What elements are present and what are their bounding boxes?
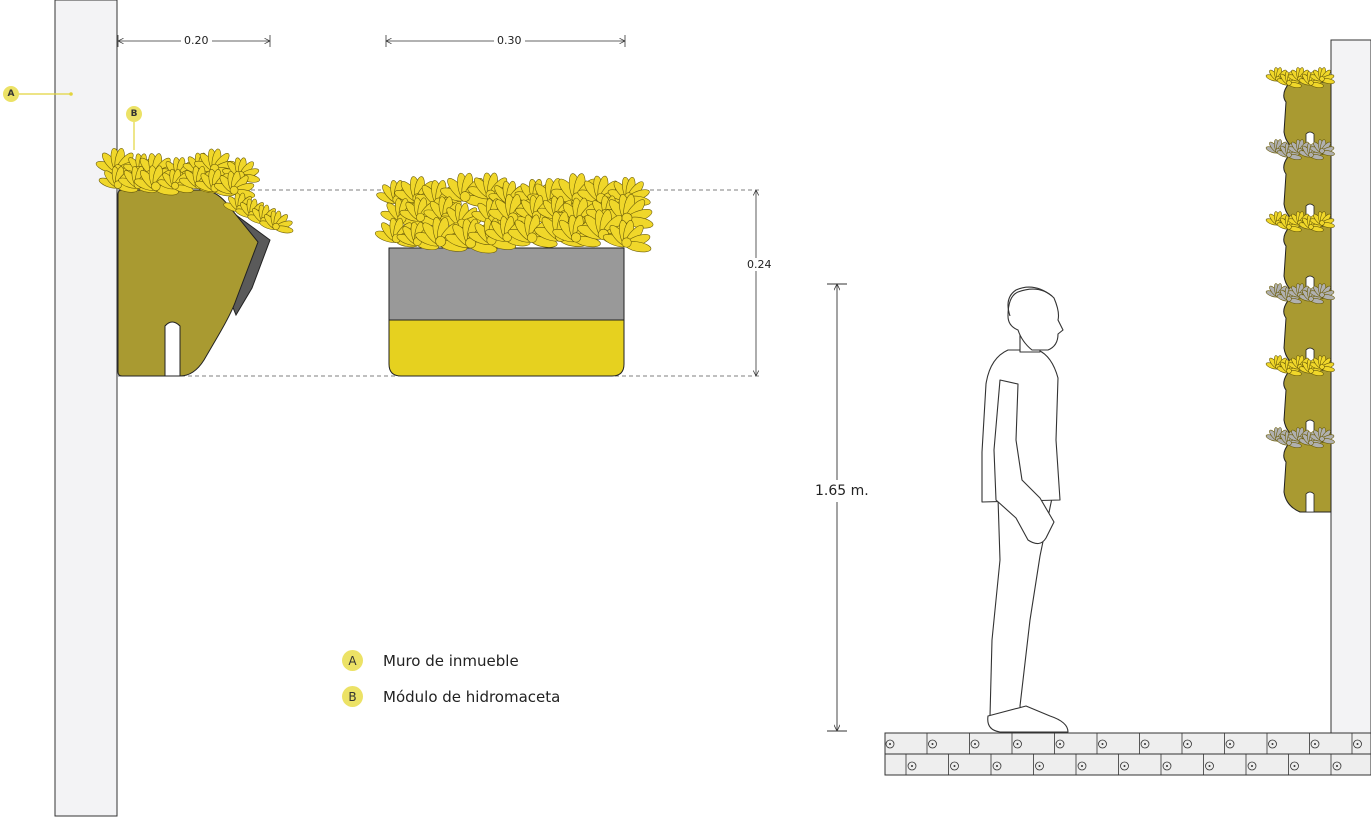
legend-label: Muro de inmueble xyxy=(383,651,519,670)
dim-depth-label: 0.20 xyxy=(181,34,212,47)
wall-left xyxy=(54,0,118,817)
legend-badge: B xyxy=(342,686,363,707)
legend-item-module: B Módulo de hidromaceta xyxy=(342,686,560,707)
module-callout-badge: B xyxy=(126,106,142,122)
legend-item-wall: A Muro de inmueble xyxy=(342,650,519,671)
planter-side-view xyxy=(95,148,294,377)
wall-callout-badge: A xyxy=(3,86,19,102)
person-figure xyxy=(981,286,1069,733)
wall-right xyxy=(1330,39,1371,734)
dim-height-label: 0.24 xyxy=(744,258,775,271)
planter-front-view xyxy=(374,172,654,377)
dim-person-label: 1.65 m. xyxy=(815,483,869,499)
legend-badge: A xyxy=(342,650,363,671)
floor-slab xyxy=(884,732,1371,776)
planter-stack xyxy=(1265,67,1335,513)
dim-width-label: 0.30 xyxy=(494,34,525,47)
legend-label: Módulo de hidromaceta xyxy=(383,687,561,706)
